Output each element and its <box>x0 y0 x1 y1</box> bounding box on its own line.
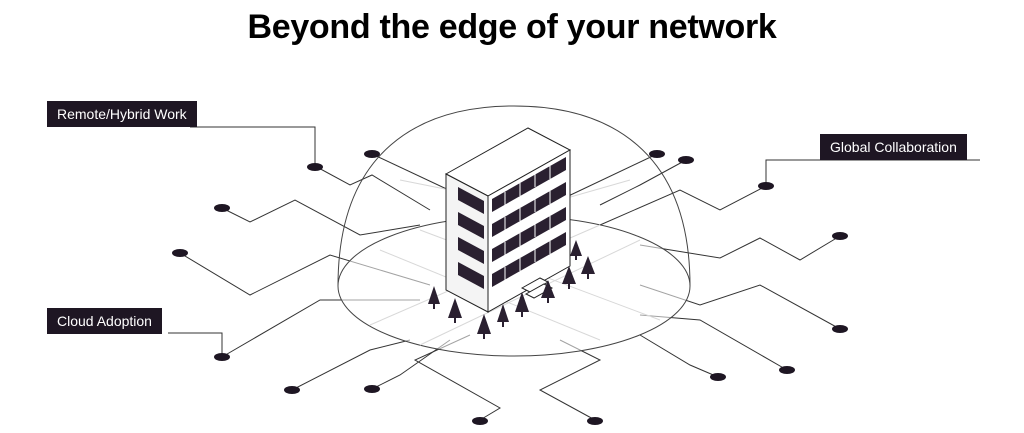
endpoint-nodes <box>172 150 848 425</box>
endpoint-node-icon <box>649 150 665 158</box>
tree-icon <box>477 314 491 339</box>
endpoint-node-icon <box>587 417 603 425</box>
tree-icon <box>581 256 595 279</box>
tree-icon <box>448 298 462 323</box>
tree-icon <box>428 286 440 309</box>
endpoint-node-icon <box>284 386 300 394</box>
page-title: Beyond the edge of your network <box>247 8 777 46</box>
label-remote-hybrid-work: Remote/Hybrid Work <box>47 101 197 127</box>
endpoint-node-icon <box>832 232 848 240</box>
endpoint-node-icon <box>172 249 188 257</box>
tree-icon <box>541 280 555 303</box>
endpoint-node-icon <box>214 353 230 361</box>
endpoint-node-icon <box>364 150 380 158</box>
endpoint-node-icon <box>678 156 694 164</box>
tree-icon <box>515 292 529 317</box>
endpoint-node-icon <box>307 163 323 171</box>
endpoint-node-icon <box>710 373 726 381</box>
trees <box>428 240 595 339</box>
building-icon <box>444 127 572 313</box>
tree-icon <box>562 266 576 289</box>
endpoint-node-icon <box>779 366 795 374</box>
endpoint-node-icon <box>472 417 488 425</box>
tree-icon <box>497 304 509 327</box>
label-cloud-adoption: Cloud Adoption <box>47 308 162 334</box>
tree-icon <box>570 240 582 260</box>
label-global-collaboration: Global Collaboration <box>820 134 967 160</box>
endpoint-node-icon <box>758 182 774 190</box>
endpoint-node-icon <box>214 204 230 212</box>
endpoint-node-icon <box>364 385 380 393</box>
endpoint-node-icon <box>832 325 848 333</box>
